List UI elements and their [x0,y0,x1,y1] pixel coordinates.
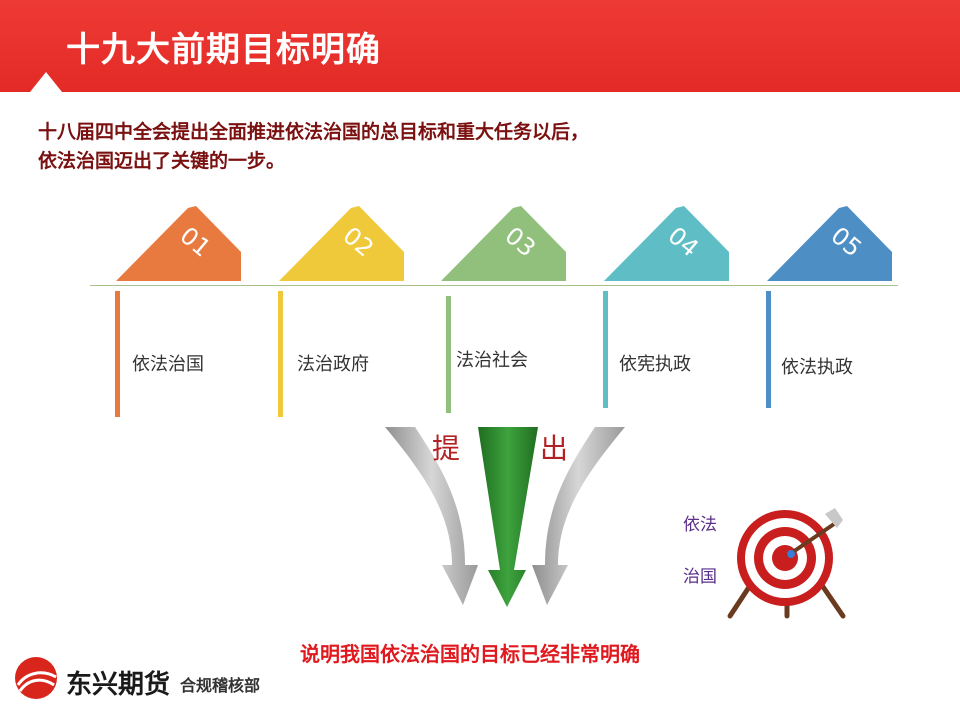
right-arrow [532,427,625,605]
converging-arrows: 提 出 [380,425,630,610]
left-arrow [385,427,478,605]
arrow-word-right: 出 [540,432,569,465]
banner-notch [30,72,62,92]
step-3-bar [446,296,451,413]
step-2-tab: 02 [279,206,404,282]
step-3-label: 法治社会 [456,350,528,371]
intro-line-2: 依法治国迈出了关键的一步。 [38,150,286,172]
step-4-bar [603,291,608,408]
step-5-tab: 05 [767,206,892,282]
page-title: 十九大前期目标明确 [66,30,381,70]
logo-name: 东兴期货 [66,670,171,700]
step-2-bar [278,291,283,417]
target-word-2: 治国 [683,567,717,587]
converging-arrows-graphic [385,427,625,607]
step-4-label: 依宪执政 [619,354,691,375]
step-1-label: 依法治国 [132,354,204,375]
logo-mark-icon [15,657,57,699]
target-icon [725,498,850,623]
step-5-bar [766,291,771,408]
target-word-1: 依法 [683,515,717,535]
center-arrow [478,427,538,607]
intro-line-1: 十八届四中全会提出全面推进依法治国的总目标和重大任务以后， [38,121,590,143]
step-2-label: 法治政府 [297,354,369,375]
company-logo: 东兴期货 合规稽核部 [12,655,282,707]
step-1-bar [115,291,120,417]
arrow-word-left: 提 [432,432,461,465]
step-5-label: 依法执政 [781,357,853,378]
step-3-tab: 03 [441,206,566,282]
header-banner: 十九大前期目标明确 [0,0,960,92]
logo-sub: 合规稽核部 [180,676,261,695]
timeline-line [90,285,898,286]
step-1-tab: 01 [116,206,241,282]
conclusion-text: 说明我国依法治国的目标已经非常明确 [300,642,640,666]
intro-text: 十八届四中全会提出全面推进依法治国的总目标和重大任务以后， 依法治国迈出了关键的… [38,118,758,176]
step-4-tab: 04 [604,206,729,282]
